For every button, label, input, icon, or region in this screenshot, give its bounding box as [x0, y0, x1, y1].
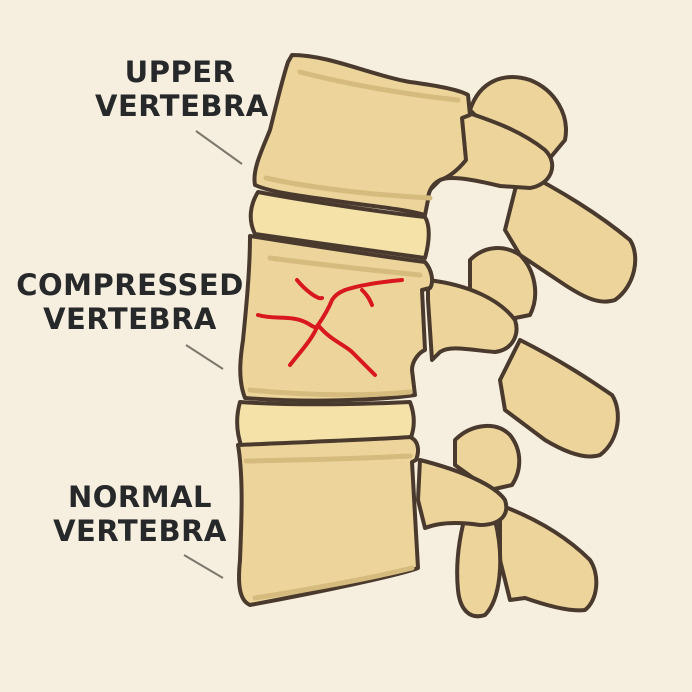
label-compressed-line2: VERTEBRA [43, 302, 217, 336]
label-upper-line1: UPPER [124, 55, 236, 89]
intervertebral-disc-upper [248, 190, 431, 260]
label-normal-line1: NORMAL [67, 480, 213, 514]
label-compressed-line1: COMPRESSED [16, 268, 244, 302]
normal-vertebra-icon [236, 423, 599, 619]
label-upper-vertebra: UPPER VERTEBRA [95, 55, 269, 123]
upper-vertebra-icon [252, 53, 638, 304]
fracture-cracks-icon [256, 278, 404, 377]
leader-line-compressed [185, 344, 224, 370]
leader-line-normal [183, 554, 224, 579]
label-compressed-vertebra: COMPRESSED VERTEBRA [10, 268, 250, 336]
label-upper-line2: VERTEBRA [95, 89, 269, 123]
label-normal-vertebra: NORMAL VERTEBRA [45, 480, 235, 548]
leader-line-upper [195, 130, 243, 165]
compressed-vertebra-icon [238, 234, 620, 459]
label-normal-line2: VERTEBRA [53, 514, 227, 548]
